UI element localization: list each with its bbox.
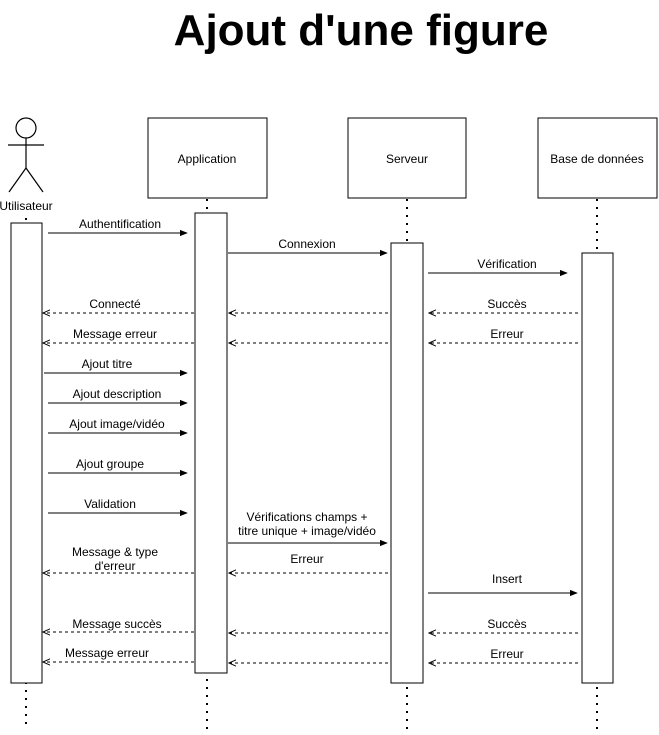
activation-database <box>581 252 614 684</box>
msg-verifications-champs-label-line-1: Vérifications champs + <box>246 510 367 524</box>
msg-connecte-label: Connecté <box>89 297 141 311</box>
actor-user-label: Utilisateur <box>0 199 53 213</box>
msg-verification: Vérification <box>428 257 568 277</box>
msg-message-succes-label: Message succès <box>72 617 161 631</box>
activations <box>10 212 614 684</box>
msg-ajout-groupe: Ajout groupe <box>48 457 188 477</box>
participant-database-label: Base de données <box>550 152 643 166</box>
msg-message-type-erreur: Message & type d'erreur <box>43 545 194 573</box>
msg-message-erreur-2-label: Message erreur <box>65 646 149 660</box>
msg-message-erreur-1-label: Message erreur <box>73 327 157 341</box>
activation-user <box>10 222 43 684</box>
msg-erreur-db-2-label: Erreur <box>490 647 523 661</box>
msg-erreur-server-2: Erreur <box>229 552 388 573</box>
msg-erreur-server-2-label: Erreur <box>290 552 323 566</box>
msg-message-type-erreur-label-line-1: Message & type <box>72 545 158 559</box>
participant-application: Application <box>147 117 268 199</box>
msg-connecte: Connecté <box>43 297 194 313</box>
msg-verification-label: Vérification <box>477 257 536 271</box>
msg-message-succes: Message succès <box>43 617 194 632</box>
stick-figure-icon <box>8 117 44 193</box>
msg-succes-db-1-label: Succès <box>487 297 526 311</box>
participant-server: Serveur <box>347 117 467 199</box>
msg-ajout-titre-label: Ajout titre <box>82 357 133 371</box>
msg-authentification: Authentification <box>48 217 188 237</box>
messages: Authentification Connexion Vérification … <box>43 217 578 663</box>
diagram-title: Ajout d'une figure <box>174 6 549 55</box>
msg-erreur-db-1-label: Erreur <box>490 327 523 341</box>
msg-ajout-image: Ajout image/vidéo <box>48 417 188 437</box>
msg-erreur-db-2: Erreur <box>429 647 578 663</box>
msg-validation: Validation <box>48 497 188 517</box>
participant-server-label: Serveur <box>386 152 428 166</box>
msg-succes-db-2: Succès <box>429 617 578 633</box>
msg-connexion-label: Connexion <box>278 237 335 251</box>
msg-verifications-champs-label-line-2: titre unique + image/vidéo <box>238 524 376 538</box>
activation-server <box>390 242 424 684</box>
msg-validation-label: Validation <box>84 497 136 511</box>
msg-verifications-champs: Vérifications champs + titre unique + im… <box>228 510 388 547</box>
msg-succes-db-1: Succès <box>429 297 578 313</box>
msg-succes-db-2-label: Succès <box>487 617 526 631</box>
msg-authentification-label: Authentification <box>79 217 161 231</box>
msg-ajout-titre: Ajout titre <box>44 357 188 377</box>
msg-ajout-description-label: Ajout description <box>73 387 162 401</box>
actor-user: Utilisateur <box>0 117 53 213</box>
msg-connexion: Connexion <box>228 237 388 257</box>
msg-ajout-groupe-label: Ajout groupe <box>76 457 144 471</box>
msg-message-erreur-1: Message erreur <box>43 327 194 343</box>
msg-message-erreur-2: Message erreur <box>43 646 194 662</box>
activation-application <box>194 212 228 674</box>
participant-database: Base de données <box>537 117 658 199</box>
msg-ajout-image-label: Ajout image/vidéo <box>69 417 165 431</box>
msg-erreur-db-1: Erreur <box>429 327 578 343</box>
participant-application-label: Application <box>178 152 237 166</box>
msg-insert: Insert <box>428 572 578 597</box>
msg-message-type-erreur-label-line-2: d'erreur <box>95 559 136 573</box>
msg-insert-label: Insert <box>492 572 523 586</box>
msg-ajout-description: Ajout description <box>48 387 188 407</box>
